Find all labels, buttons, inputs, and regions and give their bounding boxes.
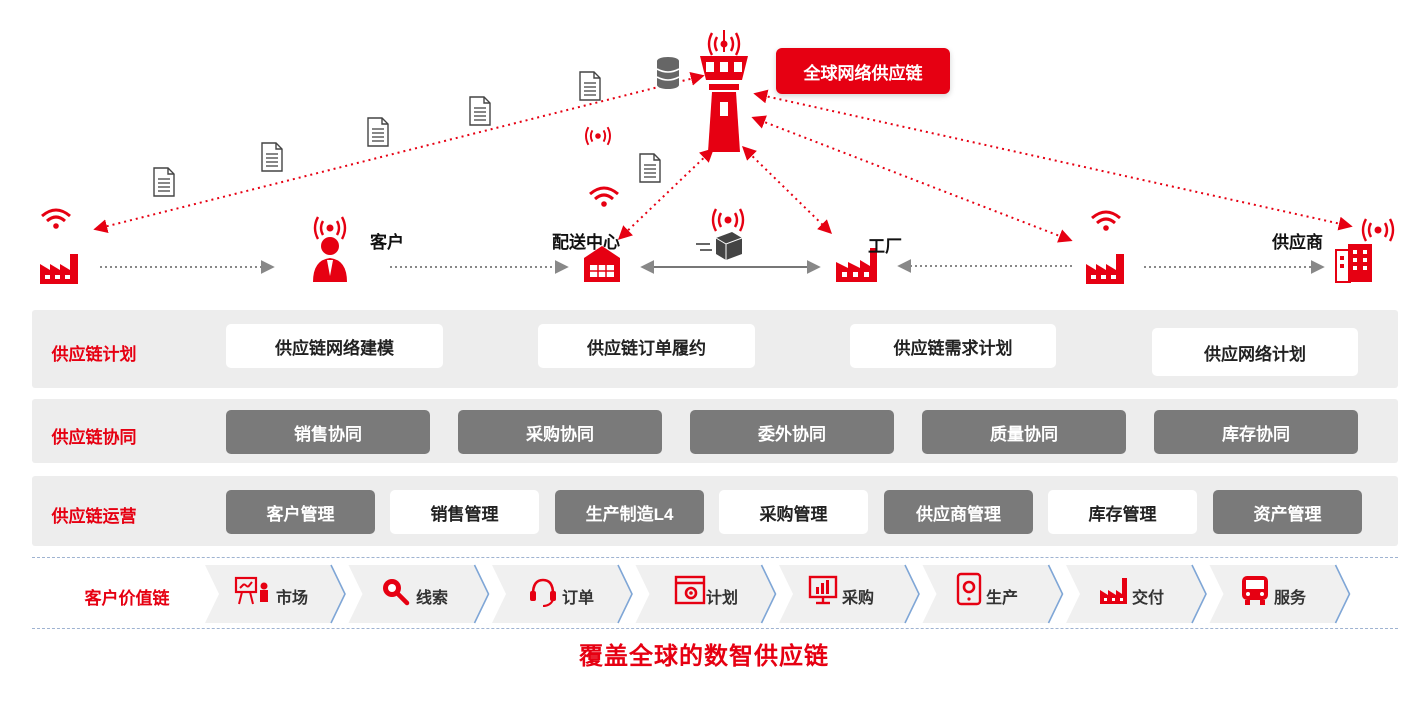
document-icon (639, 153, 661, 183)
value-step-plan: 计划 (706, 590, 739, 607)
delivery-box-icon (696, 207, 745, 260)
value-step-order: 订单 (562, 590, 595, 607)
ops-box-purchase-mgmt: 采购管理 (719, 490, 868, 534)
value-chain-chevron-edge (760, 564, 777, 624)
value-chain-chevron-edge (617, 564, 633, 624)
magnifier-icon (383, 579, 410, 606)
collab-box-sales: 销售协同 (226, 410, 430, 454)
plan-box-network-planning: 供应网络计划 (1152, 328, 1358, 376)
value-step-service: 服务 (1274, 590, 1307, 607)
row-label-plan: 供应链计划 (51, 345, 137, 364)
distribution-center-icon (584, 186, 620, 282)
band-supply-chain-collaboration: 供应链协同 销售协同 采购协同 委外协同 质量协同 库存协同 (32, 399, 1398, 463)
value-chain-top-divider (32, 557, 1398, 558)
ops-box-asset-mgmt: 资产管理 (1213, 490, 1362, 534)
band-supply-chain-operations: 供应链运营 客户管理 销售管理 生产制造L4 采购管理 供应商管理 库存管理 资… (32, 476, 1398, 546)
value-step-leads: 线索 (416, 590, 449, 607)
tower-links (93, 71, 1353, 243)
ops-box-inventory-mgmt: 库存管理 (1048, 490, 1197, 534)
document-icon (261, 142, 283, 172)
footer-title: 覆盖全球的数智供应链 (579, 643, 829, 670)
document-icon (367, 117, 389, 147)
collab-box-purchase: 采购协同 (458, 410, 662, 454)
document-icon (579, 71, 601, 101)
document-icons (153, 71, 661, 197)
value-chain-chevron-edge (473, 564, 490, 624)
node-label-supplier: 供应商 (1272, 233, 1323, 252)
document-icon (153, 167, 175, 197)
value-step-market: 市场 (276, 590, 309, 607)
network-graph (40, 30, 1395, 284)
ops-box-customer-mgmt: 客户管理 (226, 490, 375, 534)
control-tower-icon (700, 30, 748, 152)
value-chain-chevron-edge (904, 564, 920, 624)
value-chain-chevron-edge (1191, 564, 1207, 624)
plan-box-demand-planning: 供应链需求计划 (850, 324, 1056, 368)
value-step-production: 生产 (986, 590, 1019, 607)
document-icon (469, 96, 491, 126)
database-icon (656, 57, 680, 89)
ground-flows (100, 259, 1325, 274)
ops-box-supplier-mgmt: 供应商管理 (884, 490, 1033, 534)
factory-right-icon (1086, 210, 1124, 284)
plan-box-order-fulfillment: 供应链订单履约 (538, 324, 755, 368)
value-chain-chevron (779, 565, 919, 623)
collab-box-inventory: 库存协同 (1154, 410, 1358, 454)
bus-icon (1242, 576, 1268, 605)
ops-box-sales-mgmt: 销售管理 (390, 490, 539, 534)
row-label-collaboration: 供应链协同 (51, 428, 137, 447)
collab-box-quality: 质量协同 (922, 410, 1126, 454)
value-chain-chevron-edge (1047, 564, 1064, 624)
customer-icon (313, 215, 347, 282)
value-chain-chevron (492, 565, 632, 623)
factory-icon (1100, 578, 1127, 604)
value-chain-chevron-edge (330, 564, 346, 624)
collab-box-outsourcing: 委外协同 (690, 410, 894, 454)
presentation-icon (234, 576, 268, 605)
supplier-building-icon (1335, 217, 1395, 283)
value-chain-chevrons (205, 564, 1351, 624)
global-network-badge: 全球网络供应链 (776, 48, 950, 94)
gear-window-icon (674, 575, 706, 605)
value-chain-chevron (1066, 565, 1206, 623)
node-label-customer: 客户 (370, 233, 404, 252)
tablet-gear-icon (956, 572, 982, 606)
value-chain-chevron (635, 565, 776, 623)
row-label-value-chain: 客户价值链 (84, 589, 170, 608)
value-chain-chevron (205, 565, 345, 623)
value-chain-chevron (348, 565, 489, 623)
node-label-distribution-center: 配送中心 (552, 233, 620, 252)
signal-icon (585, 126, 611, 146)
value-chain-chevron-edge (1334, 564, 1351, 624)
row-label-operations: 供应链运营 (51, 507, 137, 526)
plan-box-network-modeling: 供应链网络建模 (226, 324, 443, 368)
value-step-purchase: 采购 (842, 590, 875, 607)
node-label-factory: 工厂 (868, 237, 902, 256)
ops-box-production-l4: 生产制造L4 (555, 490, 704, 534)
band-supply-chain-plan: 供应链计划 供应链网络建模 供应链订单履约 供应链需求计划 供应网络计划 (32, 310, 1398, 388)
factory-icon (836, 248, 877, 282)
factory-left-icon (40, 208, 78, 284)
monitor-chart-icon (808, 575, 838, 605)
value-step-delivery: 交付 (1132, 590, 1165, 607)
value-chain-bottom-divider (32, 628, 1398, 629)
headset-icon (530, 578, 556, 607)
